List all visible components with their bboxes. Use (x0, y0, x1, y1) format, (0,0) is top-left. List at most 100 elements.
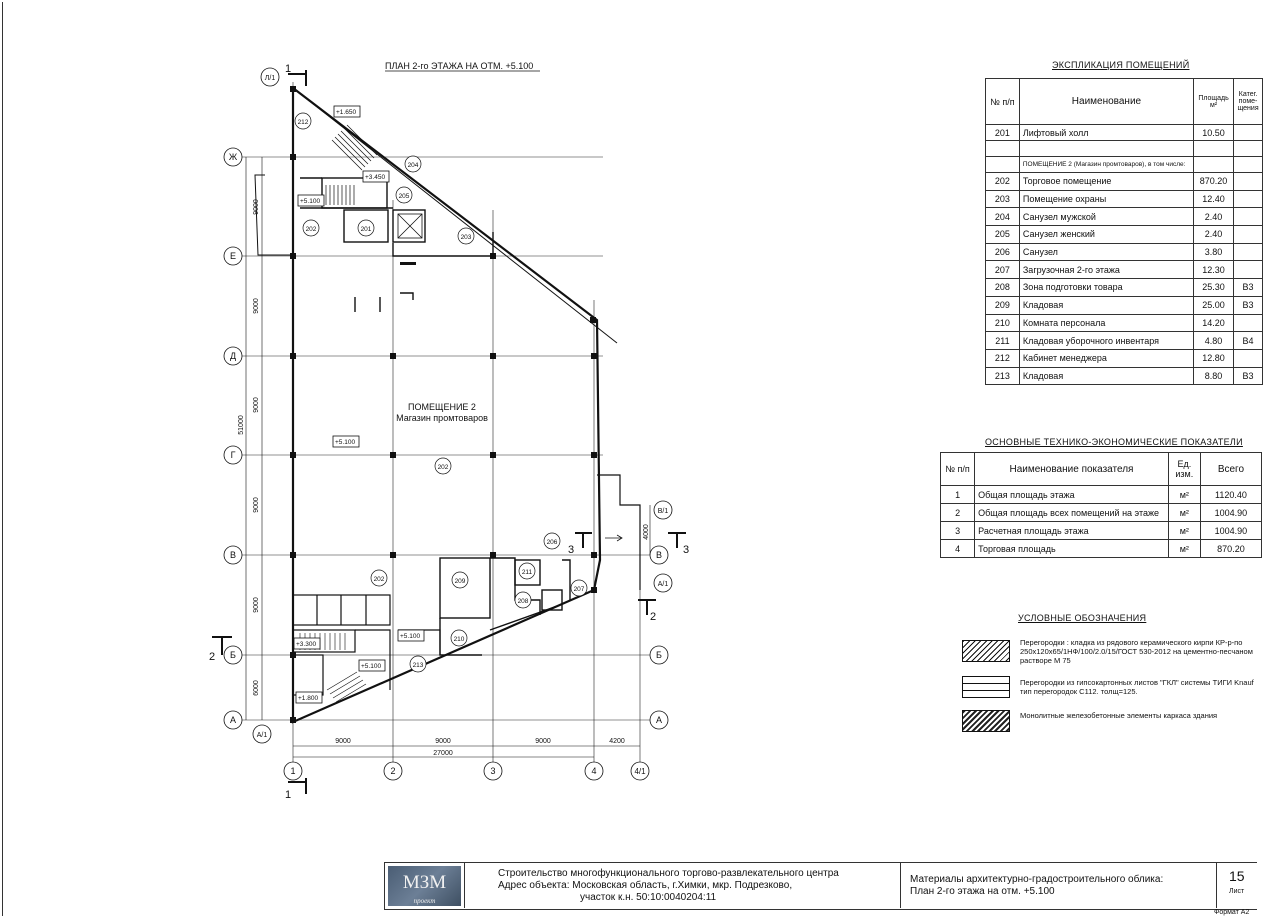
axis-label-g: Г (231, 450, 236, 460)
cell-area: 2.40 (1193, 207, 1235, 227)
cell-num: 208 (985, 278, 1020, 297)
indicators-header-unit: Ед. изм. (1167, 452, 1201, 486)
level-2: +3.450 (365, 174, 385, 181)
explication-table: № п/п Наименование Площадь м² Катег. пом… (985, 78, 1263, 386)
project-line-3: участок к.н. 50:10:0040204:11 (580, 892, 717, 903)
title-block (384, 862, 1257, 910)
cell-cat (1233, 172, 1263, 191)
doc-line-1: Материалы архитектурно-градостроительног… (910, 874, 1164, 885)
dim-total: 27000 (433, 750, 453, 757)
room-203: 203 (461, 234, 472, 241)
explication-header-num: № п/п (985, 78, 1020, 125)
indicators-header-num: № п/п (939, 452, 976, 486)
cell-cat: В3 (1233, 278, 1263, 297)
paper-format: Формат А2 (1214, 909, 1250, 916)
legend-swatch-gkl (962, 676, 1010, 698)
axis-label-b-right: Б (656, 650, 662, 660)
section-mark-2-right: 2 (650, 611, 656, 623)
dim-row-3: 9000 (253, 397, 260, 413)
cell-cat (1233, 260, 1263, 280)
cell-area: 870.20 (1193, 172, 1235, 191)
axis-label-v1: В/1 (658, 508, 669, 515)
legend-swatch-brick (962, 640, 1010, 662)
cell-name: Кладовая уборочного инвентаря (1018, 331, 1195, 350)
axis-label-e: Е (230, 251, 236, 261)
cell-name: Кладовая (1018, 295, 1195, 315)
axis-label-2: 2 (390, 766, 395, 776)
legend-item-concrete: Монолитные железобетонные элементы карка… (1020, 711, 1218, 720)
cell-total: 1120.40 (1199, 485, 1263, 504)
explication-subheader: ПОМЕЩЕНИЕ 2 (Магазин промтоваров), в том… (1018, 156, 1195, 173)
dim-row-1: 9000 (253, 199, 260, 215)
explication-header-cat: Катег. поме- щения (1233, 78, 1263, 125)
axis-label-zh: Ж (229, 152, 238, 162)
section-mark-1-top: 1 (285, 63, 291, 75)
project-line-2: Адрес объекта: Московская область, г.Хим… (498, 880, 793, 891)
dim-side: 4000 (643, 524, 650, 540)
axis-label-a1-right: А/1 (658, 581, 669, 588)
level-6: +3.300 (296, 641, 316, 648)
cell-num: 204 (985, 207, 1020, 227)
cell-area: 2.40 (1193, 225, 1235, 244)
logo-text: МЗМ (402, 872, 447, 893)
cell-area: 3.80 (1193, 242, 1235, 262)
room-213: 213 (413, 662, 424, 669)
cell-num: 209 (985, 295, 1020, 315)
grid-rows (240, 156, 650, 721)
dim-col-4: 4200 (609, 738, 625, 745)
axis-label-a: А (230, 715, 236, 725)
stamp-divider-2 (900, 862, 901, 908)
level-1: +1.650 (336, 109, 356, 116)
room-sub-label: Магазин промтоваров (396, 413, 488, 423)
cell-cat: В4 (1233, 331, 1263, 350)
cell-num: 212 (985, 348, 1020, 368)
columns (290, 86, 597, 723)
cell-name: Общая площадь всех помещений на этаже (974, 503, 1169, 522)
dimension-lines (245, 157, 651, 758)
cell-name: Лифтовый холл (1018, 124, 1195, 141)
explication-header-name: Наименование (1018, 78, 1195, 125)
legend-item-brick: Перегородки : кладка из рядового керамич… (1020, 638, 1253, 665)
room-211: 211 (522, 569, 533, 576)
axis-label-d: Д (230, 351, 236, 361)
cell-num: 202 (985, 172, 1020, 191)
cell-area: 4.80 (1193, 331, 1235, 350)
level-8: +1.800 (298, 695, 318, 702)
cell-name: Загрузочная 2-го этажа (1018, 260, 1195, 280)
section-mark-3-right: 3 (683, 544, 689, 556)
level-3: +5.100 (300, 198, 320, 205)
cell-area: 12.40 (1193, 189, 1235, 209)
cell-name: Кладовая (1018, 366, 1195, 386)
room-204: 204 (408, 162, 419, 169)
stamp-divider-3 (1216, 862, 1217, 908)
sheet-label: Лист (1229, 888, 1245, 895)
entry-arrow-icon (605, 534, 623, 542)
level-4: +5.100 (335, 439, 355, 446)
axis-bubbles-cols (283, 761, 650, 781)
cell-cat (1233, 225, 1263, 244)
cell-area: 12.80 (1193, 348, 1235, 368)
cell-num: 1 (939, 485, 976, 504)
dim-row-6: 6000 (253, 680, 260, 696)
table-row-subheader: ПОМЕЩЕНИЕ 2 (Магазин промтоваров), в том… (985, 156, 1263, 173)
section-mark-2-left: 2 (209, 651, 215, 663)
level-5: +5.100 (400, 633, 420, 640)
explication-title: ЭКСПЛИКАЦИЯ ПОМЕЩЕНИЙ (1052, 60, 1190, 70)
axis-label-a1-left: А/1 (257, 732, 268, 739)
axis-label-4-1: 4/1 (634, 767, 646, 776)
legend-item-gkl: Перегородки из гипсокартонных листов "ГК… (1020, 678, 1254, 696)
cell-unit: м² (1167, 485, 1201, 504)
cell-num: 201 (985, 124, 1020, 141)
room-202-bottom: 202 (374, 576, 385, 583)
cell-cat (1233, 207, 1263, 227)
cell-name: Комната персонала (1018, 313, 1195, 333)
cell-name: Общая площадь этажа (974, 485, 1169, 504)
indicators-title: ОСНОВНЫЕ ТЕХНИКО-ЭКОНОМИЧЕСКИЕ ПОКАЗАТЕЛ… (985, 437, 1243, 447)
